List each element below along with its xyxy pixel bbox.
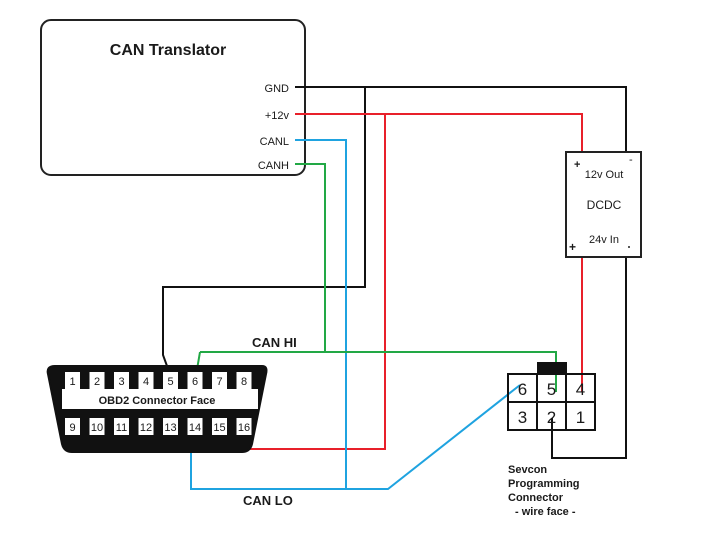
sevcon-pin-label: 5 xyxy=(547,380,556,399)
pin-label-canl: CANL xyxy=(260,136,289,148)
dcdc-title: DCDC xyxy=(587,198,622,212)
pin-label-gnd: GND xyxy=(265,83,290,95)
obd2-pin-label: 10 xyxy=(91,422,103,434)
obd2-pin-label: 7 xyxy=(216,376,222,388)
obd2-pin-label: 12 xyxy=(140,422,152,434)
sevcon-caption-2: Programming xyxy=(508,478,580,490)
obd2-pin-5 xyxy=(163,372,178,389)
sevcon-connector: 6 5 4 3 2 1 Sevcon Programming Connector - wi… xyxy=(507,362,596,518)
dcdc-box xyxy=(565,151,642,258)
sevcon-caption-1: Sevcon xyxy=(508,464,547,476)
obd2-pin-11 xyxy=(114,418,129,435)
wire-canh xyxy=(295,163,326,352)
obd2-pin-8 xyxy=(236,372,252,389)
sevcon-caption-4: - wire face - xyxy=(515,506,576,518)
obd2-pin-6 xyxy=(187,372,203,389)
obd2-pin-4 xyxy=(138,372,154,389)
obd2-pin-3 xyxy=(114,372,129,389)
obd2-pin-15 xyxy=(212,418,227,435)
can-translator: CAN Translator GND +12v CANL CANH xyxy=(40,19,306,176)
dcdc-in-minus-dot xyxy=(628,246,630,248)
obd2-pin-9 xyxy=(65,418,80,435)
sevcon-caption-3: Connector xyxy=(508,492,564,504)
obd2-pin-14 xyxy=(187,418,203,435)
obd2-pin-7 xyxy=(212,372,227,389)
wire-gnd-obd-branch xyxy=(162,87,366,367)
sevcon-pin-label: 1 xyxy=(576,408,585,427)
obd2-pin-label: 2 xyxy=(94,376,100,388)
obd2-pin-label: 8 xyxy=(241,376,247,388)
pin-label-12v: +12v xyxy=(265,110,290,122)
obd2-label: OBD2 Connector Face xyxy=(99,395,216,407)
translator-title: CAN Translator xyxy=(110,42,226,59)
obd2-pin-label: 14 xyxy=(189,422,201,434)
obd2-pin-16 xyxy=(236,418,252,435)
wire-can-hi xyxy=(200,351,557,392)
wire-gnd xyxy=(295,86,627,155)
translator-box xyxy=(40,19,306,176)
obd2-pin-label: 13 xyxy=(164,422,176,434)
obd2-pin-2 xyxy=(89,372,105,389)
obd2-pin-label: 3 xyxy=(118,376,124,388)
sevcon-pin-label: 6 xyxy=(518,380,527,399)
obd2-pin-10 xyxy=(89,418,105,435)
dcdc-out-plus: + xyxy=(574,159,580,171)
obd2-pin-13 xyxy=(163,418,178,435)
dcdc-in-plus: + xyxy=(569,240,576,254)
wire-gnd-sevcon xyxy=(551,255,627,459)
obd2-pin-12 xyxy=(138,418,154,435)
obd2-pin-label: 11 xyxy=(116,422,127,434)
obd2-pin-1 xyxy=(65,372,80,389)
obd2-pin-label: 4 xyxy=(143,376,149,388)
sevcon-pin-label: 4 xyxy=(576,380,585,399)
sevcon-pin-label: 3 xyxy=(518,408,527,427)
can-lo-label: CAN LO xyxy=(243,493,293,508)
dcdc-out-label: 12v Out xyxy=(585,169,624,181)
obd2-label-band xyxy=(62,389,258,409)
wire-12v xyxy=(295,113,583,160)
dcdc-in-label: 24v In xyxy=(589,234,619,246)
pin-label-canh: CANH xyxy=(258,160,289,172)
obd2-pin-label: 6 xyxy=(192,376,198,388)
obd2-pin-label: 16 xyxy=(238,422,250,434)
dcdc-converter: + - 12v Out DCDC 24v In + xyxy=(565,151,642,258)
obd2-pin-label: 15 xyxy=(213,422,225,434)
sevcon-latch xyxy=(537,362,567,374)
obd2-pin-label: 5 xyxy=(167,376,173,388)
sevcon-pin-label: 2 xyxy=(547,408,556,427)
can-hi-label: CAN HI xyxy=(252,335,297,350)
obd2-pin-label: 1 xyxy=(69,376,75,388)
dcdc-out-minus: - xyxy=(629,154,633,166)
obd2-pin-label: 9 xyxy=(69,422,75,434)
wire-canl xyxy=(295,139,347,489)
sevcon-pin-1 xyxy=(565,401,596,431)
